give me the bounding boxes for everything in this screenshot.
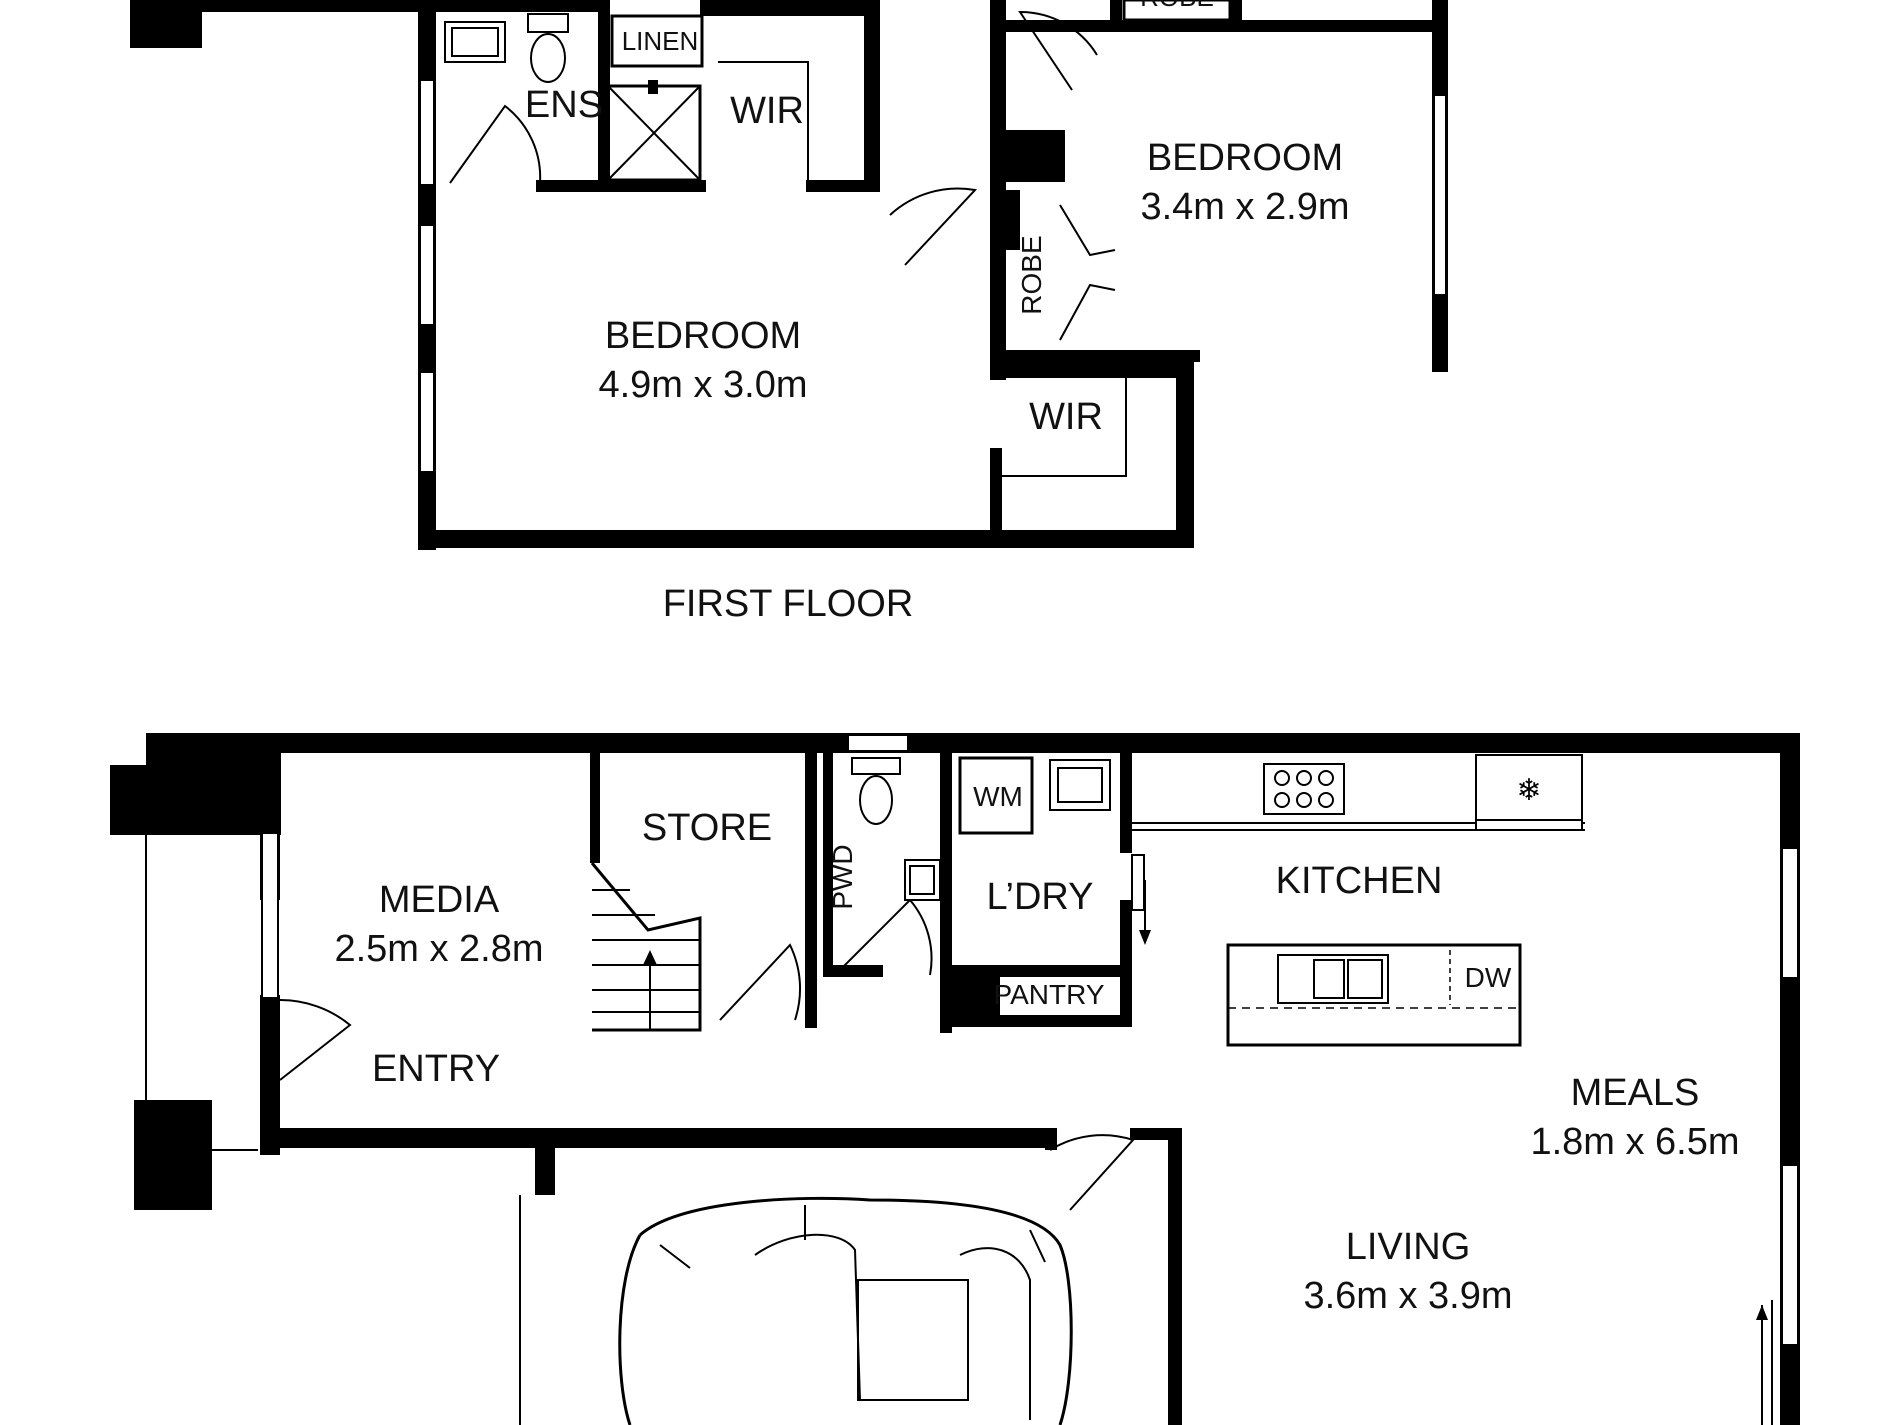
stair-icon [590,862,702,1032]
fridge-icon: ❄ [1475,754,1583,831]
basin-icon [904,859,941,901]
robe-top-label: ROBE [1140,0,1214,12]
bedroom-main-name: BEDROOM [605,315,801,357]
meals-name: MEALS [1571,1072,1700,1114]
entry-label: ENTRY [372,1048,500,1090]
media-size: 2.5m x 2.8m [334,928,543,970]
media-name: MEDIA [379,879,500,921]
shower-icon [606,80,702,182]
car-icon [618,1196,1073,1425]
bedroom-main-size: 4.9m x 3.0m [598,364,807,406]
linen-label: LINEN [622,26,699,56]
meals-size: 1.8m x 6.5m [1530,1121,1739,1163]
first-floor-title: FIRST FLOOR [663,583,914,625]
bedroom-2-name: BEDROOM [1147,137,1343,179]
living-name: LIVING [1346,1226,1471,1268]
wir-label-2: WIR [1029,396,1103,438]
wm-label: WM [973,781,1023,812]
robe-label: ROBE [1016,235,1047,314]
first-floor-plan [130,0,1448,550]
ground-floor-plan: ❄ [110,733,1800,1425]
sink-icon [1277,954,1389,1004]
toilet-icon [527,13,569,83]
living-size: 3.6m x 3.9m [1303,1275,1512,1317]
ens-label: ENS [525,84,603,126]
bedroom-2-size: 3.4m x 2.9m [1140,186,1349,228]
wir-label-1: WIR [730,90,804,132]
toilet-icon [851,757,901,825]
laundry-label: L’DRY [986,876,1093,918]
kitchen-label: KITCHEN [1276,860,1443,902]
dw-label: DW [1465,962,1512,993]
cooktop-icon [1263,763,1345,815]
pwd-label: PWD [827,844,858,909]
svg-text:❄: ❄ [1516,773,1541,808]
pantry-label: PANTRY [994,979,1105,1010]
store-label: STORE [642,807,772,849]
